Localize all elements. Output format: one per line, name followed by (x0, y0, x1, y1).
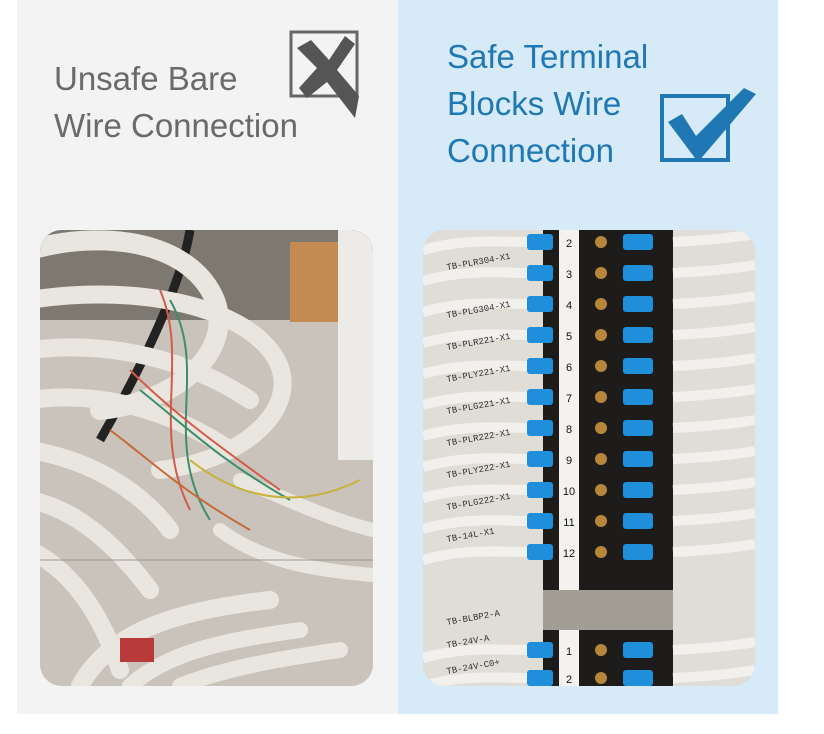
terminal-number-label: 6 (566, 362, 572, 374)
cross-in-box-icon (289, 30, 363, 120)
bare-tangled-wires-photo (40, 230, 373, 686)
terminal-row (423, 415, 755, 441)
terminal-number-label: 2 (566, 238, 572, 250)
terminal-number-label: 9 (566, 455, 572, 467)
terminal-row (423, 508, 755, 534)
unsafe-heading-line-1: Unsafe Bare (54, 60, 238, 97)
terminal-row (423, 384, 755, 410)
unsafe-panel: Unsafe Bare Wire Connection (17, 0, 398, 714)
terminal-row (423, 637, 755, 663)
safe-heading: Safe Terminal Blocks Wire Connection (447, 33, 687, 174)
unsafe-heading: Unsafe Bare Wire Connection (54, 55, 354, 149)
safe-heading-line-1: Safe Terminal (447, 38, 649, 75)
terminal-number-label: 5 (566, 331, 572, 343)
unsafe-heading-line-2: Wire Connection (54, 107, 298, 144)
terminal-number-label: 11 (563, 517, 574, 529)
safe-panel: Safe Terminal Blocks Wire Connection 2 3 4… (398, 0, 778, 714)
terminal-row (423, 477, 755, 503)
terminal-row (423, 665, 755, 686)
checkmark-in-box-icon (660, 88, 760, 164)
terminal-row (423, 322, 755, 348)
terminal-number-label: 10 (563, 486, 575, 498)
terminal-number-label: 12 (563, 548, 575, 560)
terminal-row (423, 260, 755, 286)
safe-heading-line-3: Connection (447, 132, 614, 169)
safe-heading-line-2: Blocks Wire (447, 85, 622, 122)
terminal-row (423, 539, 755, 565)
terminal-number-label: 4 (566, 300, 572, 312)
terminal-row (423, 291, 755, 317)
terminal-number-label: 8 (566, 424, 572, 436)
terminal-number-label: 2 (566, 674, 572, 686)
terminal-number-label: 1 (566, 646, 572, 658)
terminal-row (423, 446, 755, 472)
terminal-number-label: 3 (566, 269, 572, 281)
terminal-row (423, 353, 755, 379)
terminal-number-label: 7 (566, 393, 572, 405)
